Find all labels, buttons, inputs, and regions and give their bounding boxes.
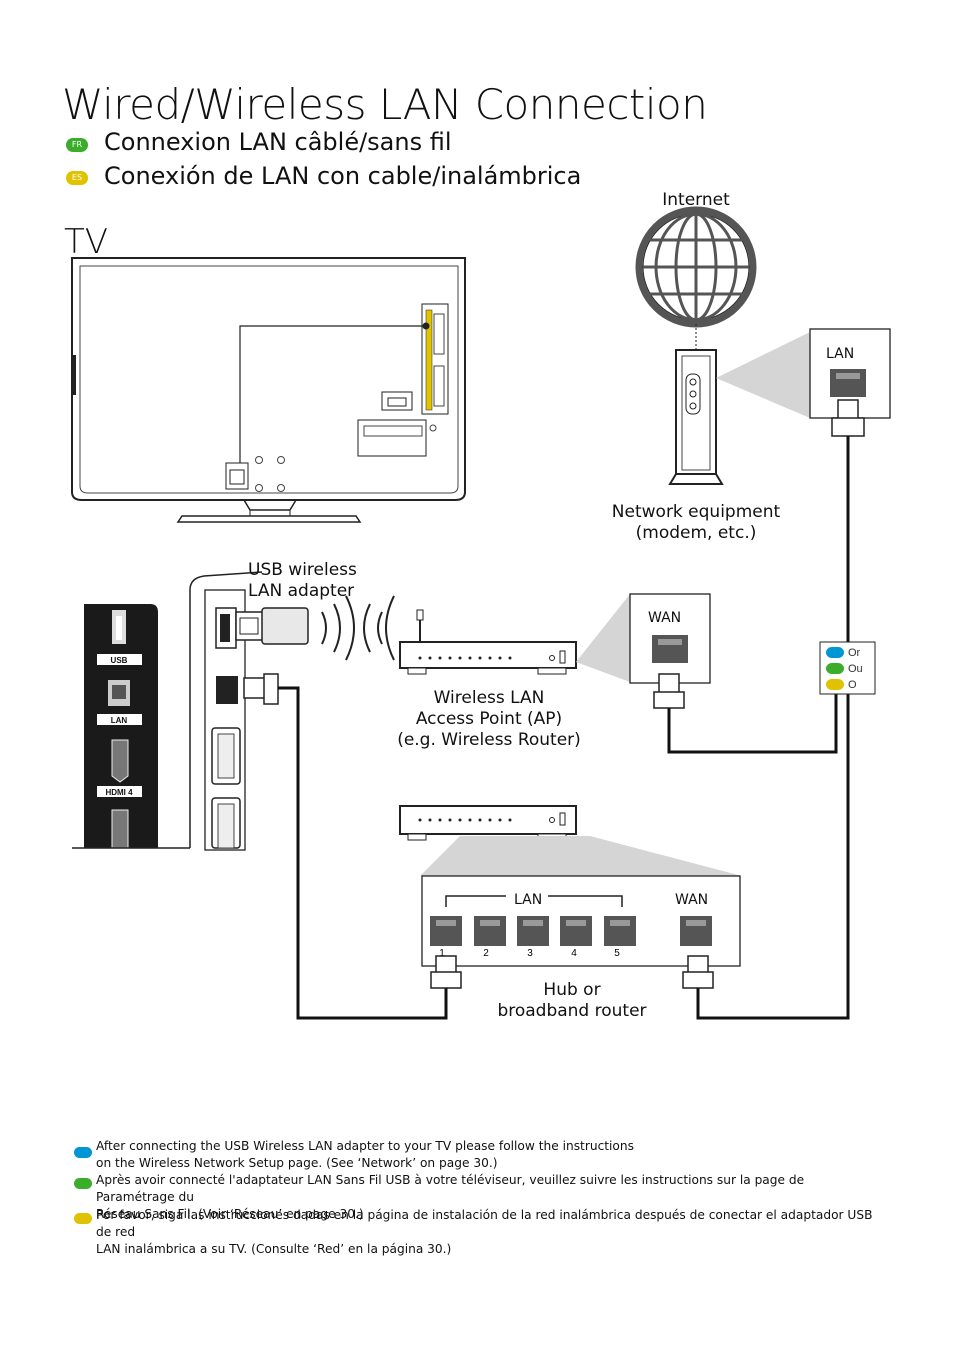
note-dot-blue — [74, 1147, 92, 1158]
access-point-label: Wireless LAN Access Point (AP) (e.g. Wir… — [386, 688, 592, 751]
hub-wan-label: WAN — [675, 892, 709, 908]
hub-line2: broadband router — [497, 1001, 647, 1021]
legend-dot-blue — [826, 647, 844, 658]
note-en-line2: on the Wireless Network Setup page. (See… — [96, 1156, 498, 1170]
tv-label: TV — [64, 222, 109, 262]
legend-ou: Ou — [848, 663, 863, 675]
hub-port-3: 3 — [527, 948, 533, 959]
port-label-panel — [84, 604, 158, 849]
ap-line1: Wireless LAN — [433, 688, 545, 708]
ap-line2: Access Point (AP) — [415, 709, 563, 729]
hub-router-label: Hub or broadband router — [480, 980, 664, 1022]
hub-lan-label: LAN — [514, 892, 543, 908]
internet-label: Internet — [662, 190, 730, 210]
tv-back — [71, 257, 466, 523]
note-es-line1: Por favor, siga las instrucciones dadas … — [96, 1208, 873, 1239]
note-fr-line2: Réseau Sans Fil. (Voir ‘Réseau’ en page … — [96, 1207, 364, 1221]
modem-device — [668, 332, 810, 485]
wifi-signal-icon — [321, 595, 395, 661]
network-equipment-line2: (modem, etc.) — [635, 523, 757, 543]
legend-o: O — [848, 679, 857, 691]
note-fr: Après avoir connecté l'adaptateur LAN Sa… — [96, 1172, 886, 1223]
network-cables — [278, 436, 850, 1020]
hub-port-2: 2 — [483, 948, 489, 959]
ap-line3: (e.g. Wireless Router) — [397, 730, 581, 750]
panel-label-usb: USB — [111, 656, 128, 665]
tv-lan-plug — [243, 673, 279, 705]
note-fr-line1: Après avoir connecté l'adaptateur LAN Sa… — [96, 1173, 805, 1204]
usb-adapter-line2: LAN adapter — [248, 581, 355, 601]
usb-wireless-adapter-icon — [235, 607, 309, 645]
es-badge: ES — [66, 171, 88, 185]
network-equipment-label: Network equipment (modem, etc.) — [596, 502, 796, 544]
note-dot-yellow — [74, 1213, 92, 1224]
fr-title: Connexion LAN câblé/sans fil — [104, 128, 452, 156]
fr-badge: FR — [66, 138, 88, 152]
note-es: Por favor, siga las instrucciones dadas … — [96, 1207, 886, 1258]
ap-wan-port-label: WAN — [648, 610, 682, 626]
modem-lan-port-label: LAN — [826, 346, 855, 362]
panel-label-lan: LAN — [111, 716, 128, 725]
ap-wan-jack — [652, 635, 688, 709]
internet-globe-icon — [635, 206, 757, 350]
note-en: After connecting the USB Wireless LAN ad… — [96, 1138, 886, 1172]
hub-port-4: 4 — [571, 948, 577, 959]
legend-dot-yellow — [826, 679, 844, 690]
page-title: Wired/Wireless LAN Connection — [62, 80, 708, 129]
legend-dot-green — [826, 663, 844, 674]
hub-port-1: 1 — [439, 948, 445, 959]
note-en-line1: After connecting the USB Wireless LAN ad… — [96, 1139, 634, 1153]
note-dot-green — [74, 1178, 92, 1189]
legend-or: Or — [848, 647, 861, 659]
hub-lan-jacks — [430, 916, 712, 946]
hub-port-5: 5 — [614, 948, 620, 959]
note-es-line2: LAN inalámbrica a su TV. (Consulte ‘Red’… — [96, 1242, 452, 1256]
modem-lan-jack — [830, 369, 866, 437]
network-equipment-line1: Network equipment — [611, 502, 781, 522]
wireless-access-point — [399, 594, 630, 682]
hub-router-device — [399, 805, 742, 876]
panel-label-hdmi4: HDMI 4 — [105, 788, 133, 797]
es-title: Conexión de LAN con cable/inalámbrica — [104, 162, 582, 190]
usb-adapter-line1: USB wireless — [248, 560, 357, 580]
usb-adapter-label: USB wireless LAN adapter — [248, 560, 357, 602]
hub-line1: Hub or — [543, 980, 601, 1000]
